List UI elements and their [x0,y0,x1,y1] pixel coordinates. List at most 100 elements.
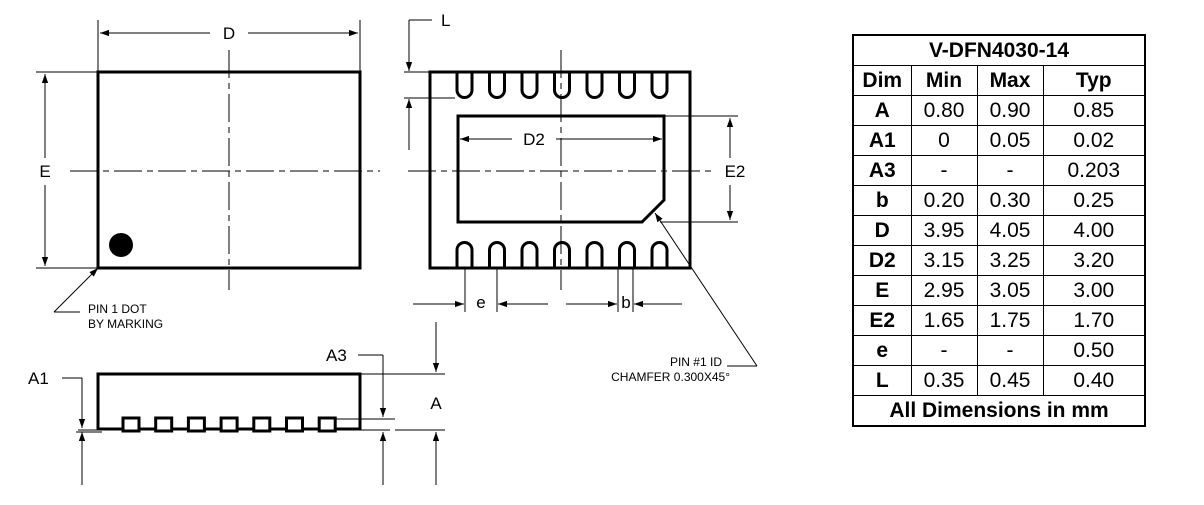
side-pad [154,416,174,433]
top-pad [585,72,604,99]
cell-dim: E2 [852,305,912,336]
label-D2: D2 [523,130,545,149]
cell-typ: 0.02 [1042,125,1146,156]
cell-max: - [976,335,1044,366]
cell-min: 0 [910,125,978,156]
side-view: A1 A3 A [28,322,445,485]
cell-max: 0.90 [976,95,1044,126]
header-min: Min [910,65,978,96]
side-pad [285,416,304,433]
cell-typ: 0.40 [1042,365,1146,396]
cell-min: 0.20 [910,185,978,216]
bottom-pad [585,241,604,268]
cell-typ: 3.20 [1042,245,1146,276]
side-pad [121,416,141,433]
cell-dim: L [852,365,912,396]
dimension-D: D [97,20,361,72]
cell-dim: A [852,95,912,126]
cell-typ: 0.50 [1042,335,1146,366]
cell-dim: e [852,335,912,366]
side-pad [219,416,239,433]
pin1-dot [109,233,133,257]
pin1-id-note-line1: PIN #1 ID [670,355,722,369]
side-pad-row [121,416,337,433]
top-pad [455,72,474,99]
cell-dim: E [852,275,912,306]
side-pad [186,416,206,433]
top-pad [520,72,539,99]
cell-typ: 1.70 [1042,305,1146,336]
cell-max: 0.30 [976,185,1044,216]
pin1-dot-note-line2: BY MARKING [88,317,163,331]
label-E2: E2 [725,162,746,181]
cell-dim: D [852,215,912,246]
dimension-b: b [566,268,682,312]
label-L: L [441,11,450,30]
dimension-L: L [404,11,455,150]
label-A3: A3 [326,346,347,365]
bottom-pad-row [455,241,669,268]
header-typ: Typ [1042,65,1146,96]
cell-typ: 0.25 [1042,185,1146,216]
exposed-pad [456,114,666,224]
table-footer: All Dimensions in mm [852,395,1146,427]
bottom-view: L D2 E2 e b [404,11,758,384]
bottom-pad [488,241,506,268]
bottom-pad [618,241,636,268]
package-outline-drawing: D E PIN 1 DOT BY MARKING [28,11,758,485]
pin1-dot-callout: PIN 1 DOT BY MARKING [53,267,163,331]
label-b: b [621,293,630,312]
top-view: D E PIN 1 DOT BY MARKING [36,20,380,331]
bottom-view-body [428,70,692,270]
bottom-pad [650,241,669,268]
cell-min: 3.15 [910,245,978,276]
cell-dim: D2 [852,245,912,276]
label-A: A [430,394,442,413]
pin1-id-callout: PIN #1 ID CHAMFER 0.300X45° [611,212,758,384]
cell-typ: 0.203 [1042,155,1146,186]
label-D: D [223,24,235,43]
pin1-id-note-line2: CHAMFER 0.300X45° [611,370,730,384]
table-header-row: Dim Min Max Typ [852,65,1146,96]
cell-min: 0.35 [910,365,978,396]
cell-typ: 4.00 [1042,215,1146,246]
cell-max: 4.05 [976,215,1044,246]
pin1-dot-note-line1: PIN 1 DOT [88,302,147,316]
cell-min: 2.95 [910,275,978,306]
cell-min: - [910,155,978,186]
bottom-pad [553,241,571,268]
top-pad-row [455,72,669,99]
label-e: e [476,293,485,312]
dimension-A1: A1 [28,369,102,485]
cell-dim: A1 [852,125,912,156]
cell-min: - [910,335,978,366]
cell-max: 1.75 [976,305,1044,336]
top-pad [618,72,636,99]
side-pad [317,416,337,433]
top-pad [553,72,571,99]
side-pad [252,416,272,433]
header-max: Max [976,65,1044,96]
top-pad [488,72,506,99]
dimension-A: A [360,322,445,485]
cell-dim: A3 [852,155,912,186]
cell-max: 0.05 [976,125,1044,156]
dimension-E: E [36,71,98,269]
bottom-pad [520,241,539,268]
cell-min: 1.65 [910,305,978,336]
cell-min: 3.95 [910,215,978,246]
label-A1: A1 [28,369,49,388]
cell-typ: 0.85 [1042,95,1146,126]
top-pad [650,72,669,99]
cell-dim: b [852,185,912,216]
cell-typ: 3.00 [1042,275,1146,306]
dimension-e: e [413,268,548,312]
bottom-pad [455,241,474,268]
